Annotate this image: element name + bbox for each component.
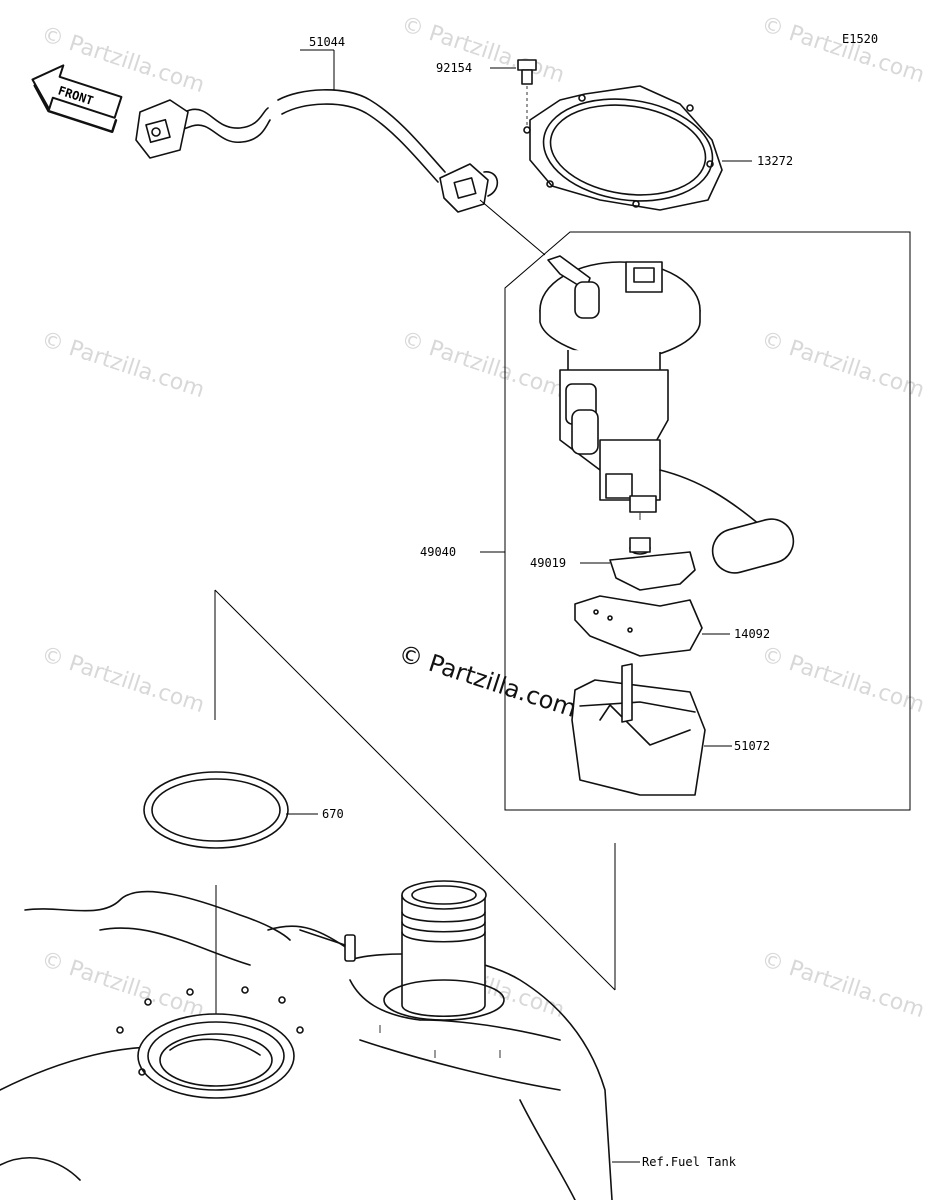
watermark: © Partzilla.com [758,12,927,88]
label-92154: 92154 [436,61,472,75]
watermark: © Partzilla.com [38,327,207,403]
watermark: © Partzilla.com [758,642,927,718]
watermark: © Partzilla.com [758,327,927,403]
fuel-hose-51044 [135,89,499,213]
watermark-grid: © Partzilla.com © Partzilla.com © Partzi… [38,12,927,1023]
holder-14092 [574,595,703,657]
label-49040: 49040 [420,545,456,559]
label-ref-fuel-tank: Ref.Fuel Tank [642,1155,737,1169]
fuel-pump-49040 [539,255,795,574]
label-51044: 51044 [309,35,345,49]
label-49019: 49019 [530,556,566,570]
cover-51072 [571,663,706,796]
label-670: 670 [322,807,344,821]
fuel-tank [0,880,613,1200]
label-51072: 51072 [734,739,770,753]
o-ring-670 [143,771,289,849]
watermark: © Partzilla.com [398,327,567,403]
diagram-code: E1520 [842,32,878,46]
center-watermark: © Partzilla.com [395,639,580,723]
assembly-box [504,231,911,811]
label-13272: 13272 [757,154,793,168]
watermark: © Partzilla.com [38,642,207,718]
label-14092: 14092 [734,627,770,641]
watermark: © Partzilla.com [758,947,927,1023]
bolt-92154 [517,59,537,85]
watermark: © Partzilla.com [398,12,567,88]
filter-49019 [609,537,696,591]
gasket-13272 [523,85,723,211]
watermark: © Partzilla.com [38,947,207,1023]
